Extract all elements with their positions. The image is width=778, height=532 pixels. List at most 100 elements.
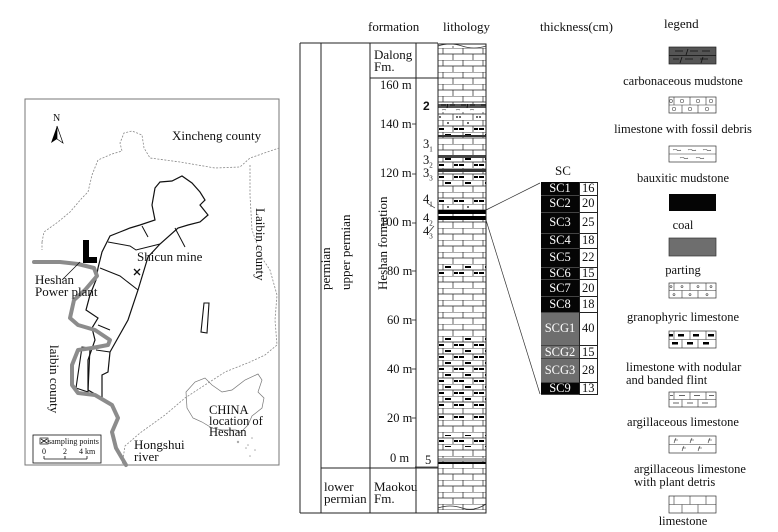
depth-label-20: 20 m xyxy=(387,411,413,425)
label-hongshui-river: Hongshui river xyxy=(134,437,185,464)
lithology-bands xyxy=(438,104,486,464)
legend-swatch-argillaceous xyxy=(668,391,717,408)
legend-label-parting: parting xyxy=(665,263,701,277)
legend-swatch-fossil xyxy=(668,96,717,114)
sc-title: SC xyxy=(555,163,571,178)
map-frame xyxy=(24,98,280,466)
seam-5: 5 xyxy=(425,453,432,467)
sc-row-name: SCG3 xyxy=(541,359,579,383)
legend-label-flint: limestone with nodular and banded flint xyxy=(626,360,742,387)
depth-label-120: 120 m xyxy=(380,166,412,180)
sc-row-name: SC3 xyxy=(541,212,579,234)
label-shicun-mine: Shicun mine xyxy=(137,249,203,264)
label-power-plant: Heshan Power plant xyxy=(35,272,98,299)
legend-swatch-granophyric xyxy=(668,282,717,299)
seam-4-2: 42 xyxy=(423,211,433,228)
series-lower-permian: lower permian xyxy=(324,479,367,506)
legend-label-argillaceous: argillaceous limestone xyxy=(627,415,739,429)
legend-swatch-carbonaceous xyxy=(668,46,717,65)
legend-swatch-coal xyxy=(669,194,716,211)
hongshui-river xyxy=(32,260,128,467)
system-label-permian: permian xyxy=(318,247,333,290)
legend-label-fossil: limestone with fossil debris xyxy=(614,122,752,136)
sc-row-name: SC7 xyxy=(541,280,579,298)
header-lithology: lithology xyxy=(443,19,490,34)
legend-swatch-bauxitic xyxy=(668,145,717,163)
north-arrow-icon xyxy=(51,125,64,144)
seam-3-2: 32 xyxy=(423,153,433,170)
sc-row-thickness: 40 xyxy=(579,312,598,347)
sc-row-thickness: 25 xyxy=(579,212,598,234)
depth-label-160: 160 m xyxy=(380,78,412,92)
depth-label-0: 0 m xyxy=(390,451,410,465)
legend-swatch-limestone xyxy=(668,495,717,514)
seam-4-3: 43 xyxy=(423,224,433,241)
sc-row-thickness: 20 xyxy=(579,280,598,298)
formation-maokou: Maokou Fm. xyxy=(374,479,418,506)
legend-label-granophyric: granophyric limestone xyxy=(626,310,740,324)
sc-row-thickness: 18 xyxy=(579,233,598,249)
legend-swatch-flint xyxy=(668,330,717,349)
location-map: N Xincheng county Laibin county laibin c… xyxy=(0,0,300,532)
scale-tick-4: 4 km xyxy=(79,447,96,456)
sc-row-thickness: 16 xyxy=(579,181,598,196)
sc-row-name: SC6 xyxy=(541,266,579,281)
sc-row-thickness: 13 xyxy=(579,381,598,395)
depth-tick-marks xyxy=(412,123,416,419)
sc-row-thickness: 22 xyxy=(579,248,598,268)
mine-boundary xyxy=(85,175,209,400)
sc-row-name: SC1 xyxy=(541,181,579,196)
sc-row-thickness: 15 xyxy=(579,266,598,281)
sampling-point-icon xyxy=(133,268,141,276)
scale-tick-0: 0 xyxy=(42,447,46,456)
formation-dalong: Dalong Fm. xyxy=(374,47,413,74)
scale-tick-2: 2 xyxy=(63,447,67,456)
depth-label-100: 100 m xyxy=(380,215,412,229)
sc-row-name: SC2 xyxy=(541,195,579,213)
sc-row-name: SC9 xyxy=(541,381,579,395)
depth-label-40: 40 m xyxy=(387,362,413,376)
depth-label-140: 140 m xyxy=(380,117,412,131)
sc-row-name: SC5 xyxy=(541,248,579,268)
label-laibin-west: laibin county xyxy=(47,345,62,414)
china-outline-icon xyxy=(185,373,265,434)
legend-label-bauxitic: bauxitic mudstone xyxy=(637,171,729,185)
sc-row-name: SC8 xyxy=(541,297,579,313)
county-boundary xyxy=(41,130,280,466)
legend-label-plant: argillaceous limestone with plant detris xyxy=(634,462,746,489)
north-label: N xyxy=(53,113,61,124)
power-plant-icon xyxy=(83,240,97,263)
header-legend: legend xyxy=(664,16,699,31)
sc-row-thickness: 20 xyxy=(579,195,598,213)
sc-row-thickness: 18 xyxy=(579,297,598,313)
mine-parcel-east xyxy=(200,302,210,334)
label-laibin-east: Laibin county xyxy=(253,208,268,281)
seam-4-1: 41 xyxy=(423,192,433,209)
sc-row-name: SC4 xyxy=(541,233,579,249)
sc-row-name: SCG2 xyxy=(541,345,579,360)
legend-label-coal: coal xyxy=(672,218,694,232)
legend-swatch-parting xyxy=(668,237,717,257)
legend-label-carbonaceous: carbonaceous mudstone xyxy=(623,74,743,88)
scale-label: sampling points xyxy=(48,437,99,446)
depth-label-60: 60 m xyxy=(387,313,413,327)
label-xincheng: Xincheng county xyxy=(172,128,262,143)
depth-label-80: 80 m xyxy=(387,264,413,278)
header-thickness: thickness(cm) xyxy=(540,19,613,34)
header-formation: formation xyxy=(368,19,420,34)
sc-row-name: SCG1 xyxy=(541,312,579,347)
seam-2: 2 xyxy=(423,99,430,113)
